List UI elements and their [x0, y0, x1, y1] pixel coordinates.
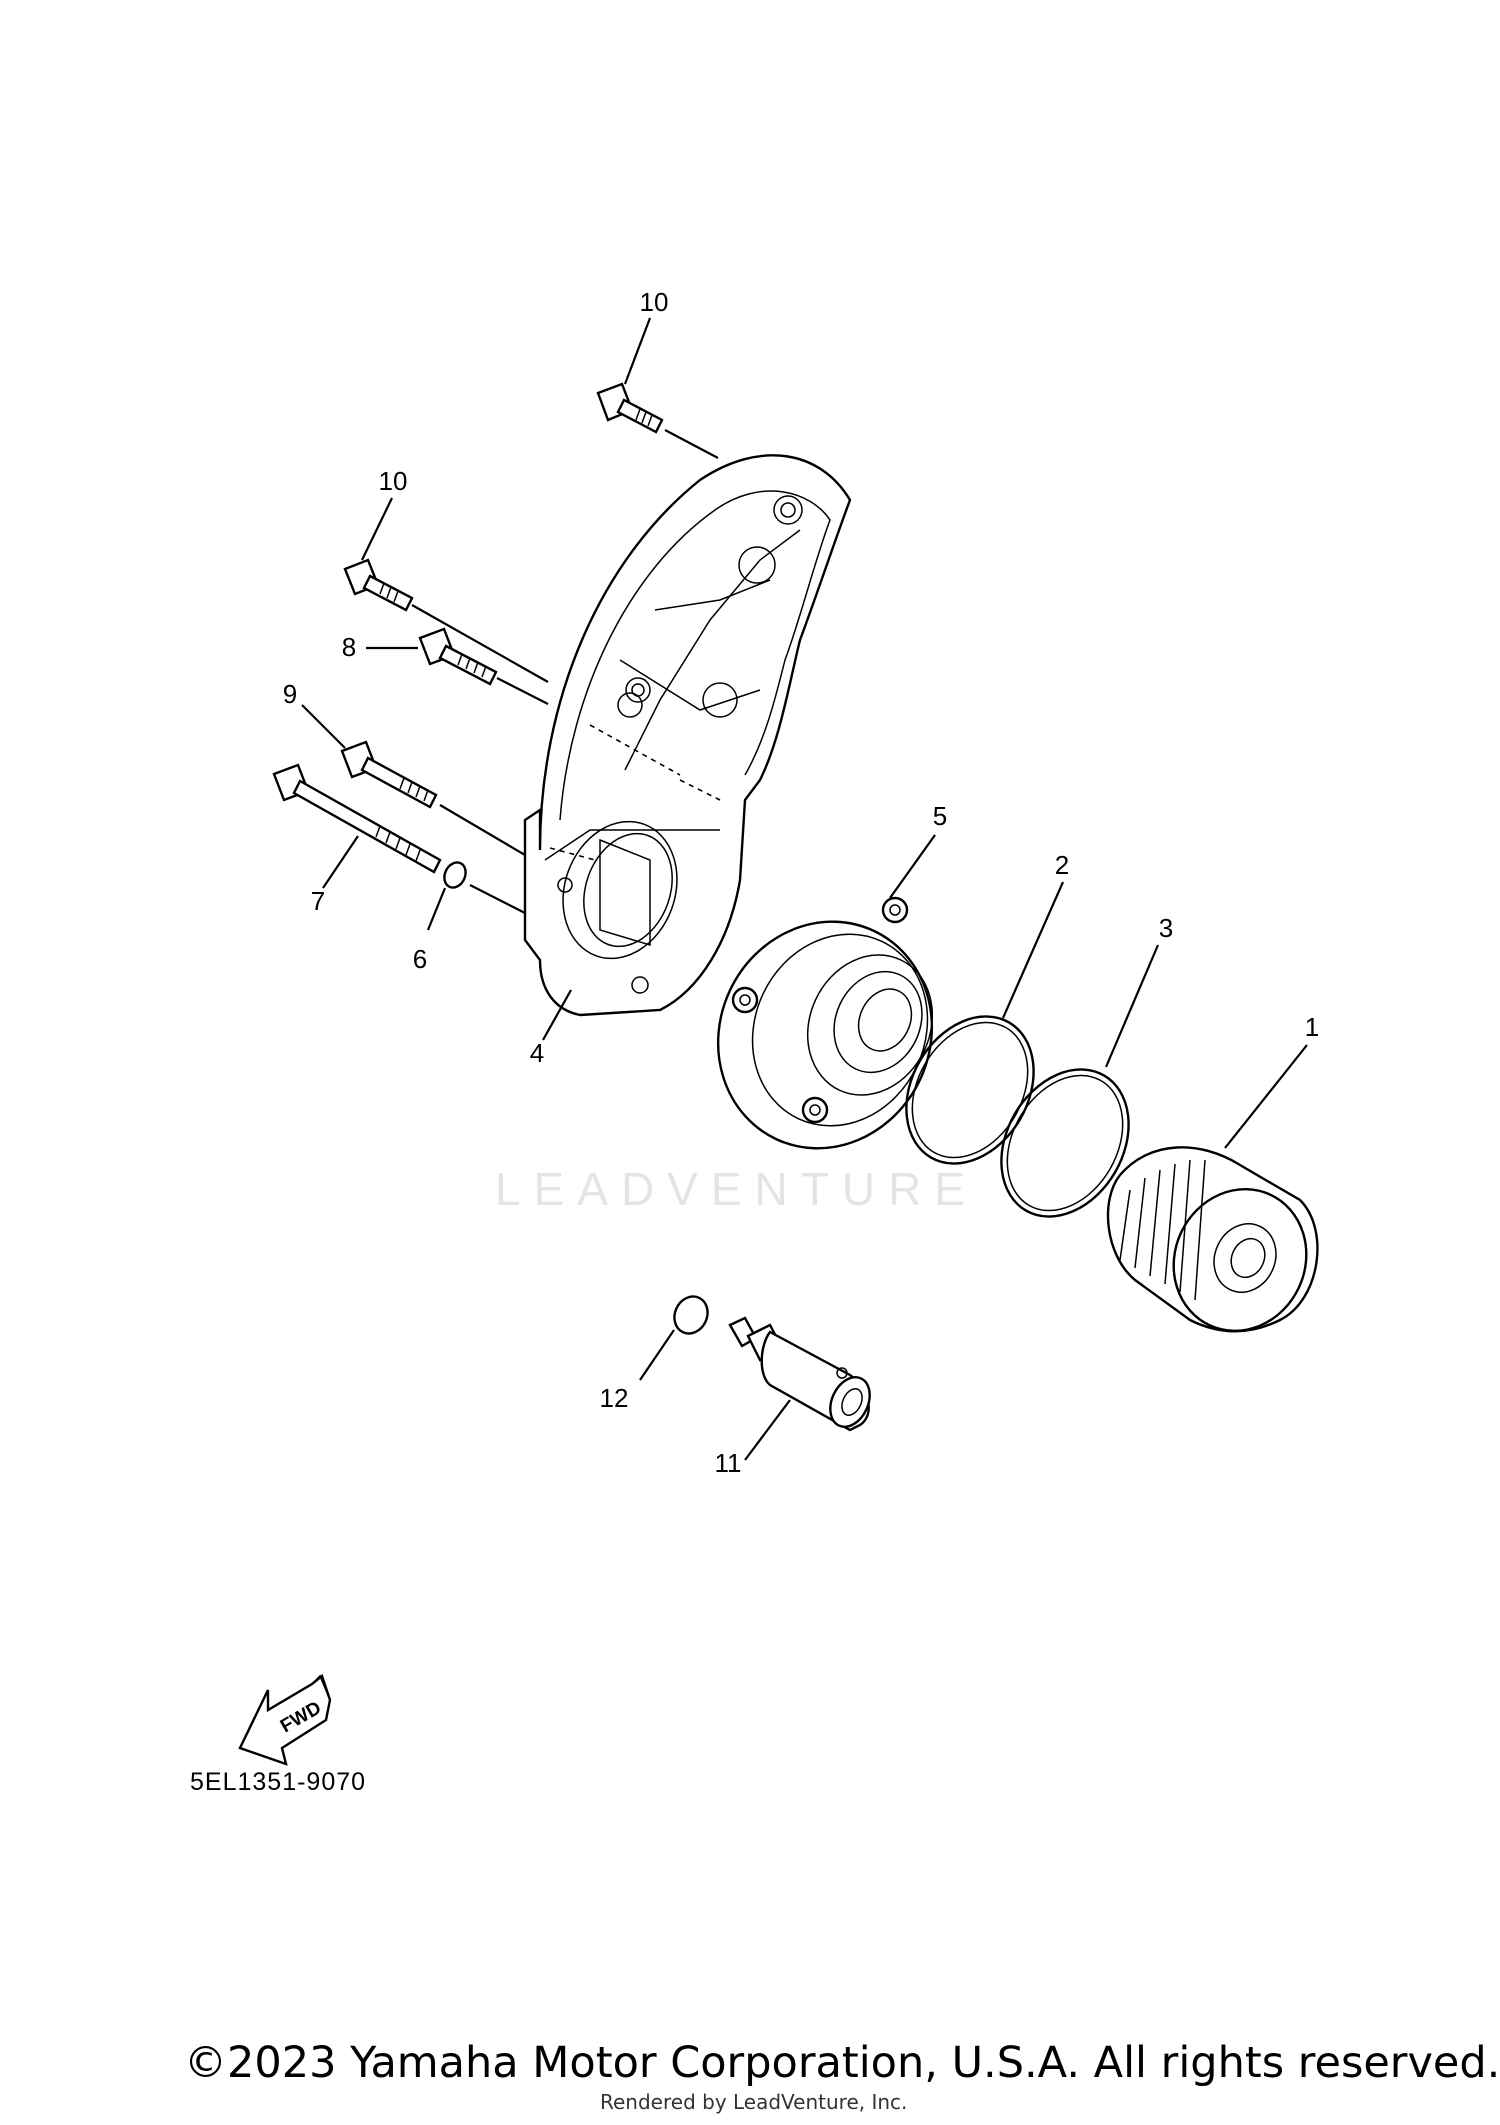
part-1-oil-filter-element[interactable] — [1106, 1146, 1329, 1352]
part-12-small-o-ring[interactable] — [668, 1291, 713, 1339]
leader-lines — [301, 317, 1308, 1461]
part-3-o-ring[interactable] — [976, 1046, 1154, 1239]
callout-10-upper: 10 — [640, 287, 669, 317]
part-2-o-ring[interactable] — [881, 993, 1059, 1186]
watermark-text: LEADVENTURE — [495, 1163, 978, 1215]
callout-9: 9 — [283, 679, 297, 709]
copyright-text: ©2023 Yamaha Motor Corporation, U.S.A. A… — [184, 2038, 1500, 2088]
callout-4: 4 — [530, 1038, 544, 1068]
callout-labels: 1 2 3 4 5 6 7 8 9 10 10 11 12 — [283, 287, 1319, 1478]
part-10-bolt-lower[interactable] — [343, 558, 549, 683]
callout-3: 3 — [1159, 913, 1173, 943]
part-4-filter-housing[interactable] — [523, 454, 852, 1017]
part-10-bolt-upper[interactable] — [596, 382, 719, 459]
part-7-long-bolt[interactable] — [272, 763, 442, 874]
diagram-code: 5EL1351-9070 — [190, 1768, 367, 1796]
callout-5: 5 — [933, 801, 947, 831]
callout-1: 1 — [1305, 1012, 1319, 1042]
part-11-plug[interactable] — [728, 1316, 877, 1433]
callout-6: 6 — [413, 944, 427, 974]
part-8-bolt[interactable] — [418, 627, 549, 705]
callout-11: 11 — [715, 1448, 742, 1478]
callout-12: 12 — [600, 1383, 629, 1413]
callout-8: 8 — [342, 632, 356, 662]
callout-2: 2 — [1055, 850, 1069, 880]
part-9-bolt[interactable] — [340, 740, 526, 856]
callout-10-lower: 10 — [379, 466, 408, 496]
callout-7: 7 — [311, 886, 325, 916]
part-6-small-o-ring[interactable] — [440, 859, 526, 914]
rendered-by-text: Rendered by LeadVenture, Inc. — [600, 2090, 908, 2114]
fwd-arrow-icon: FWD — [238, 1673, 332, 1766]
